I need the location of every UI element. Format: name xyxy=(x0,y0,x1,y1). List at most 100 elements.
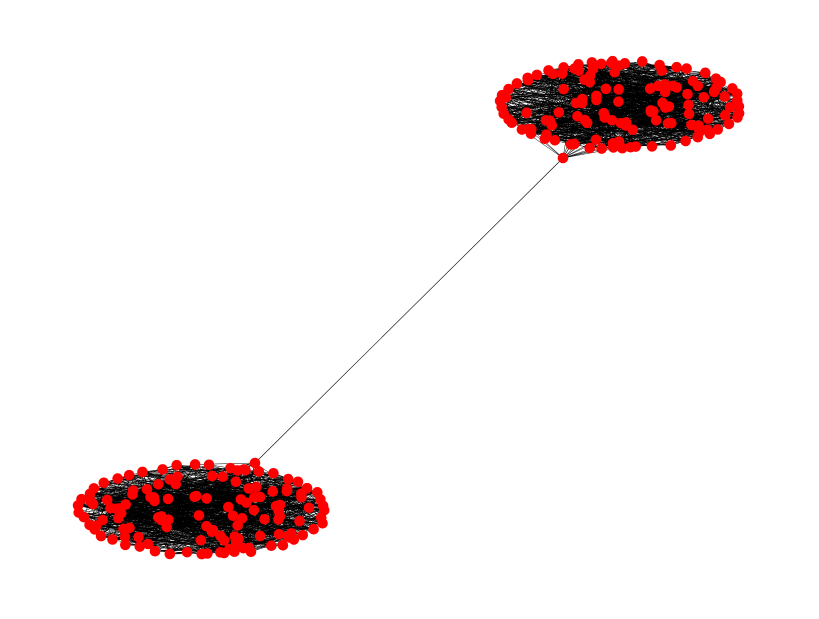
cluster-lower-left-node xyxy=(254,491,266,503)
cluster-lower-left-edge xyxy=(206,481,237,499)
cluster-upper-right-node xyxy=(662,118,674,129)
cluster-upper-right-edge xyxy=(562,73,657,121)
cluster-lower-left-edge xyxy=(158,517,288,537)
cluster-lower-left-node xyxy=(227,510,239,522)
cluster-upper-right-node xyxy=(719,110,731,121)
cluster-lower-left-edge xyxy=(237,496,302,526)
cluster-upper-right-edge xyxy=(698,96,725,126)
cluster-upper-right-edge xyxy=(505,73,554,98)
cluster-lower-left-node xyxy=(303,502,315,514)
cluster-upper-right-node xyxy=(531,69,543,81)
cluster-lower-left-edge xyxy=(138,515,234,538)
cluster-lower-left-node xyxy=(87,498,99,510)
cluster-lower-left-edge xyxy=(92,471,143,505)
cluster-lower-left-node xyxy=(123,469,135,481)
cluster-upper-right-edge xyxy=(546,122,621,135)
cluster-lower-left-node xyxy=(254,530,266,542)
cluster-upper-right-node xyxy=(667,80,679,92)
cluster-upper-right-edge xyxy=(545,73,554,121)
cluster-upper-right-edge xyxy=(552,73,575,145)
cluster-upper-right-node xyxy=(595,58,607,70)
cluster-lower-left-node xyxy=(203,459,215,471)
cluster-lower-left-edge xyxy=(286,491,292,534)
cluster-lower-left-node xyxy=(119,531,131,543)
cluster-upper-right-node xyxy=(547,68,559,80)
cluster-lower-left-edge xyxy=(243,496,261,549)
cluster-upper-right-node xyxy=(556,68,568,79)
cluster-upper-right-edge xyxy=(528,129,597,140)
cluster-upper-right-node xyxy=(541,129,552,140)
cluster-lower-left-edge xyxy=(248,507,310,549)
cluster-lower-left-edge xyxy=(107,471,143,501)
cluster-upper-right-edge xyxy=(562,73,597,101)
cluster-upper-right-edge xyxy=(562,116,606,159)
cluster-lower-left-edge xyxy=(177,476,292,534)
cluster-upper-right-node xyxy=(680,135,691,147)
cluster-lower-left-node xyxy=(308,523,319,535)
cluster-upper-right-node xyxy=(682,88,693,100)
cluster-upper-right-edge xyxy=(632,96,725,131)
cluster-upper-right-node xyxy=(600,83,612,95)
bridge-edge xyxy=(254,157,564,464)
cluster-lower-left-node xyxy=(253,466,265,477)
cluster-upper-right-node xyxy=(671,61,683,73)
cluster-lower-left-node xyxy=(251,481,262,493)
cluster-upper-right-node xyxy=(591,94,602,106)
cluster-lower-left-node xyxy=(134,541,146,552)
cluster-upper-right-node xyxy=(599,111,611,122)
cluster-lower-left-node xyxy=(153,479,164,490)
cluster-lower-left-edge xyxy=(118,508,280,535)
cluster-upper-right-node xyxy=(650,114,662,126)
cluster-lower-left-edge xyxy=(211,475,229,508)
cluster-upper-right-node xyxy=(644,83,656,95)
cluster-lower-left-node xyxy=(294,515,305,527)
cluster-lower-left-node xyxy=(120,539,131,551)
cluster-upper-right-edge xyxy=(558,112,575,145)
cluster-upper-right-edge xyxy=(530,129,708,132)
cluster-upper-right-edge xyxy=(688,104,726,116)
cluster-upper-right-node xyxy=(613,136,625,147)
cluster-lower-left-node xyxy=(266,540,277,552)
cluster-lower-left-node xyxy=(230,537,242,549)
cluster-lower-left-node xyxy=(142,538,154,550)
cluster-lower-left-node xyxy=(171,459,183,471)
cluster-upper-right-node xyxy=(521,107,532,119)
cluster-lower-left-edge xyxy=(110,507,237,544)
cluster-lower-left-node xyxy=(145,491,156,503)
cluster-upper-right-node xyxy=(698,91,710,103)
cluster-lower-left-edge xyxy=(138,536,225,541)
cluster-upper-right-node xyxy=(584,142,596,154)
cluster-lower-left-node xyxy=(201,493,212,504)
cluster-lower-left-node xyxy=(230,476,242,488)
cluster-lower-left-node xyxy=(273,528,285,540)
cluster-lower-left-edge xyxy=(102,517,159,521)
cluster-upper-right-edge xyxy=(577,102,663,117)
cluster-lower-left-node xyxy=(248,504,260,516)
cluster-upper-right-node xyxy=(522,74,534,86)
cluster-lower-left-edge xyxy=(264,507,310,520)
cluster-upper-right-edge xyxy=(526,112,578,117)
cluster-upper-right-node xyxy=(723,118,735,130)
cluster-lower-left-node xyxy=(268,467,279,479)
cluster-upper-right-edge xyxy=(611,62,692,126)
cluster-lower-left-node xyxy=(206,470,218,482)
cluster-lower-left-edge xyxy=(166,510,279,528)
cluster-upper-right-node xyxy=(665,140,677,151)
cluster-lower-left-node xyxy=(190,490,202,502)
cluster-lower-left-node xyxy=(153,512,164,523)
cluster-upper-right-node xyxy=(579,114,591,126)
cluster-upper-right-edge xyxy=(527,80,614,144)
cluster-lower-left-edge xyxy=(138,536,230,550)
cluster-upper-right-edge xyxy=(528,79,583,100)
cluster-upper-right-edge xyxy=(575,102,620,142)
cluster-lower-left-node xyxy=(189,459,201,470)
cluster-lower-left-node xyxy=(249,457,261,469)
cluster-lower-left-node xyxy=(282,530,293,542)
cluster-upper-right-node xyxy=(646,141,658,152)
cluster-lower-left-edge xyxy=(138,500,155,538)
cluster-upper-right-edge xyxy=(595,70,663,140)
cluster-upper-right-edge xyxy=(501,106,604,114)
cluster-upper-right-edge xyxy=(650,88,709,119)
cluster-lower-left-node xyxy=(232,520,243,531)
cluster-lower-left-node xyxy=(105,502,116,514)
